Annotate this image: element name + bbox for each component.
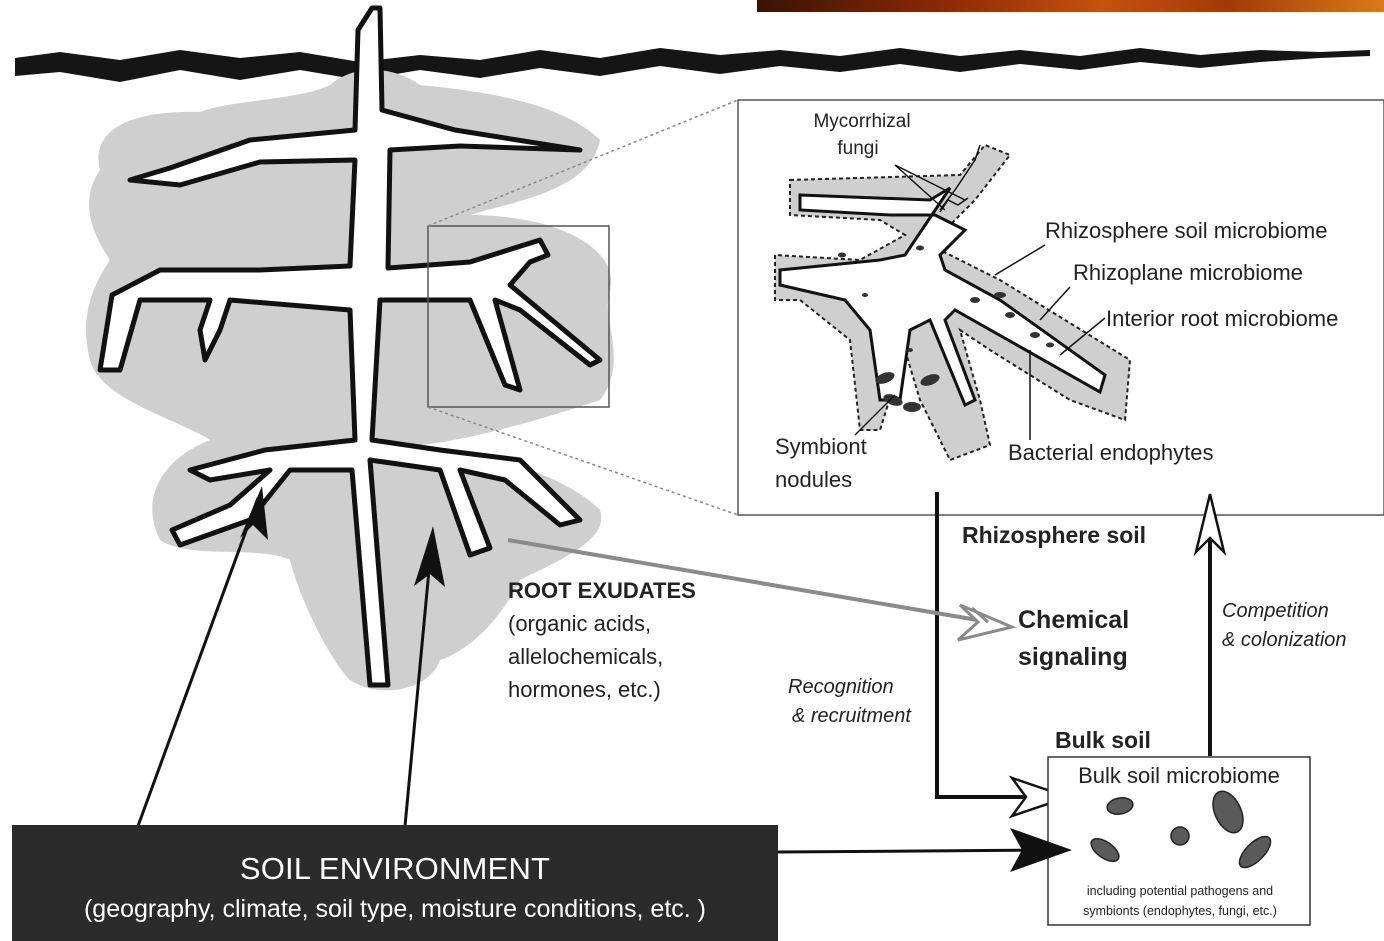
soil-environment-title: SOIL ENVIRONMENT <box>12 851 778 887</box>
competition-label-1: Competition <box>1222 600 1329 622</box>
symbiont-label-1: Symbiont <box>775 434 867 459</box>
bulk-soil-heading: Bulk soil <box>1055 727 1151 753</box>
bulk-soil-note-1: including potential pathogens and <box>1087 884 1273 898</box>
symbiont-label-2: nodules <box>775 467 852 492</box>
rhizosphere-soil-heading: Rhizosphere soil <box>962 522 1146 548</box>
recognition-label-1: Recognition <box>788 676 894 698</box>
soil-environment-box: SOIL ENVIRONMENT (geography, climate, so… <box>12 825 778 941</box>
soil-to-bulk-arrow <box>778 850 1060 852</box>
bulk-soil-note-2: symbionts (endophytes, fungi, etc.) <box>1083 904 1277 918</box>
root-exudates-detail-3: hormones, etc.) <box>508 677 661 702</box>
root-exudates-title: ROOT EXUDATES <box>508 578 696 603</box>
rhizosphere-soil-microbiome-label: Rhizosphere soil microbiome <box>1045 218 1327 243</box>
mycorrhizal-label-2: fungi <box>837 138 878 159</box>
bulk-soil-microbiome-label: Bulk soil microbiome <box>1078 763 1280 788</box>
interior-root-microbiome-label: Interior root microbiome <box>1106 306 1338 331</box>
bacterial-endophytes-label: Bacterial endophytes <box>1008 440 1213 465</box>
exudates-arrowhead <box>958 605 1012 640</box>
chemical-signaling-label-2: signaling <box>1018 643 1128 671</box>
soil-environment-subtitle: (geography, climate, soil type, moisture… <box>12 895 778 924</box>
mycorrhizal-label-1: Mycorrhizal <box>813 111 910 132</box>
root-exudates-detail-1: (organic acids, <box>508 611 651 636</box>
root-exudates-detail-2: allelochemicals, <box>508 644 663 669</box>
soil-surface-line <box>15 48 1370 82</box>
chemical-signaling-label-1: Chemical <box>1018 606 1129 634</box>
competition-label-2: & colonization <box>1222 629 1347 651</box>
rhizoplane-microbiome-label: Rhizoplane microbiome <box>1073 260 1303 285</box>
recognition-label-2: & recruitment <box>792 705 912 727</box>
